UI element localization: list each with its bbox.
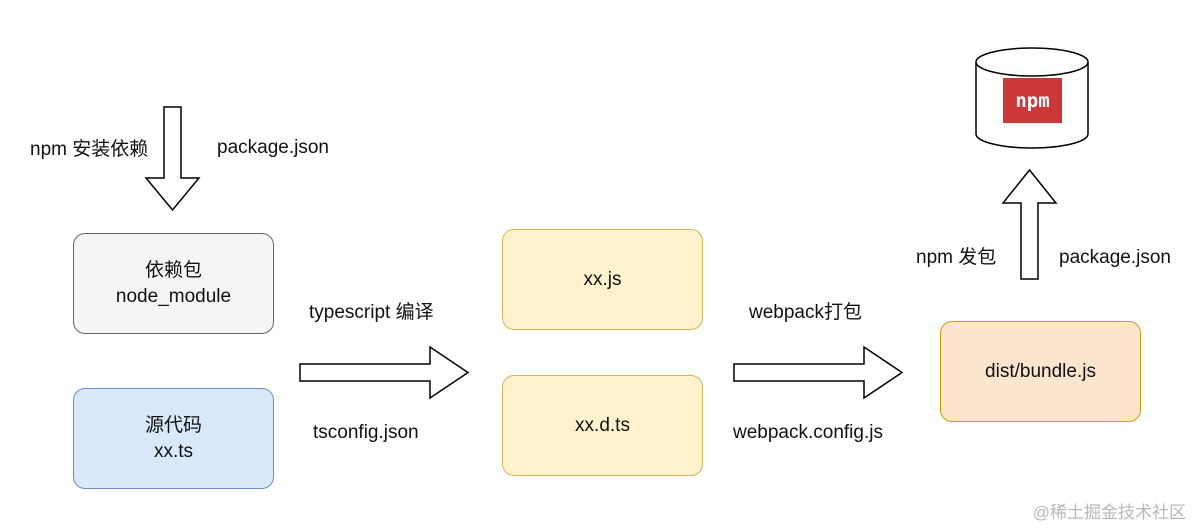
up-arrow [1001,168,1058,280]
right-arrow-typescript [299,345,470,400]
source-code-box: 源代码 xx.ts [73,388,274,489]
source-code-subtitle: xx.ts [153,440,194,462]
npm-install-label: npm 安装依赖 [30,139,149,160]
npm-publish-label: npm 发包 [916,247,997,268]
down-arrow [144,106,201,212]
right-arrow-webpack [733,345,904,400]
npm-registry-cylinder: npm [975,47,1089,149]
source-code-title: 源代码 [144,414,202,436]
dts-output-label: xx.d.ts [575,414,630,436]
typescript-compile-label: typescript 编译 [309,302,434,323]
deps-package-subtitle: node_module [115,285,232,307]
dts-output-box: xx.d.ts [502,375,703,476]
tsconfig-label: tsconfig.json [313,422,419,443]
bundle-box: dist/bundle.js [940,321,1141,422]
webpack-config-label: webpack.config.js [733,422,883,443]
deps-package-box: 依赖包 node_module [73,233,274,334]
js-output-box: xx.js [502,229,703,330]
npm-logo-icon: npm [1003,78,1062,123]
package-json-right-label: package.json [1059,247,1171,268]
bundle-label: dist/bundle.js [985,360,1096,382]
package-json-left-label: package.json [217,137,329,158]
watermark: @稀土掘金技术社区 [1032,503,1186,522]
deps-package-title: 依赖包 [144,259,202,281]
js-output-label: xx.js [583,268,622,290]
npm-logo-text: npm [1015,90,1049,112]
webpack-pack-label: webpack打包 [749,302,862,323]
